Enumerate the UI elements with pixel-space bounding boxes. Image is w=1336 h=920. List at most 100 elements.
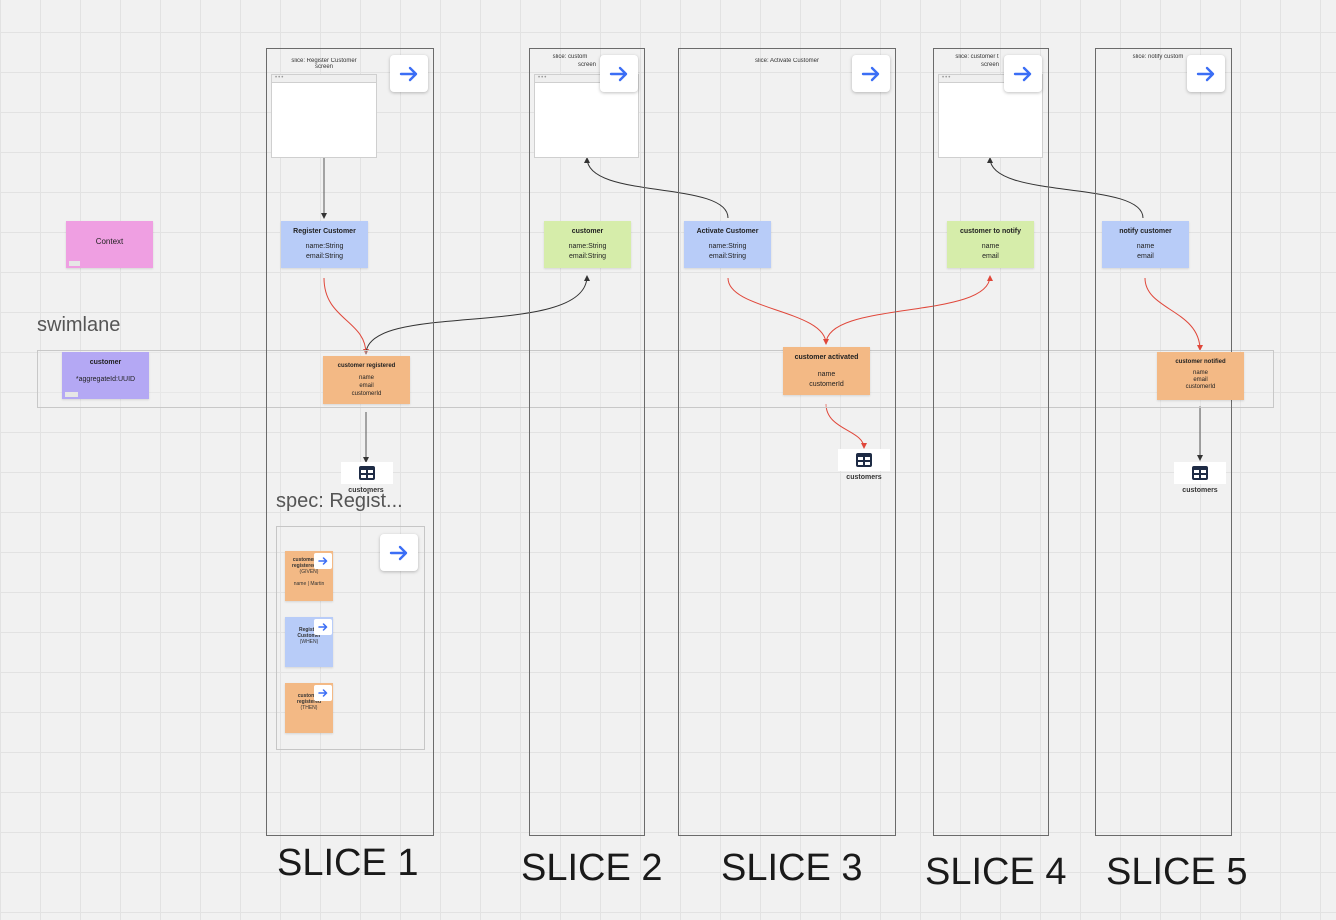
slice-4-frame[interactable] <box>933 48 1049 836</box>
event-title: customer activated <box>794 354 859 361</box>
slice-3-readmodel[interactable] <box>838 449 890 471</box>
event-field: email <box>1193 377 1208 383</box>
command-title: Activate Customer <box>696 228 759 235</box>
slice-4-label: SLICE 4 <box>925 851 1067 893</box>
slice-1-navigate-button[interactable] <box>390 55 428 92</box>
event-field: email <box>359 383 374 389</box>
slice-4-title: slice: customer t <box>955 54 999 60</box>
screen-titlebar: ••• <box>535 75 638 83</box>
command-title: Register Customer <box>293 228 356 235</box>
view-field: name:String <box>568 243 607 250</box>
context-note[interactable]: Context <box>66 221 153 268</box>
spec-then-navigate-button[interactable] <box>314 685 332 701</box>
table-icon <box>856 453 872 467</box>
event-title: customer registered <box>337 363 396 369</box>
spec-given-navigate-button[interactable] <box>314 553 332 569</box>
slice-2-view[interactable]: customer name:String email:String <box>544 221 631 268</box>
slice-2-frame[interactable] <box>529 48 645 836</box>
event-field: customerId <box>1185 384 1216 390</box>
slice-1-label: SLICE 1 <box>277 842 419 884</box>
slice-5-frame[interactable] <box>1095 48 1232 836</box>
command-field: email <box>1137 253 1154 260</box>
view-title: customer to notify <box>959 228 1022 235</box>
slice-3-event[interactable]: customer activated name customerId <box>783 347 870 395</box>
slice-3-command[interactable]: Activate Customer name:String email:Stri… <box>684 221 771 268</box>
slice-1-screen-label: screen <box>314 64 333 70</box>
slice-5-readmodel-label: customers <box>1182 487 1218 494</box>
arrow-right-icon <box>318 623 328 631</box>
spec-given-note[interactable]: customer registered (GIVEN) name | Marti… <box>285 551 333 601</box>
command-field: name:String <box>708 243 747 250</box>
spec-frame[interactable] <box>276 526 425 750</box>
aggregate-field: *aggregateId:UUID <box>75 376 136 383</box>
slice-1-frame[interactable] <box>266 48 434 836</box>
view-field: email:String <box>569 253 606 260</box>
screen-titlebar: ••• <box>939 75 1042 83</box>
context-label: Context <box>95 237 124 246</box>
slice-2-navigate-button[interactable] <box>600 55 638 92</box>
swimlane-label: swimlane <box>37 314 121 336</box>
slice-3-frame[interactable] <box>678 48 896 836</box>
slice-5-label: SLICE 5 <box>1106 851 1248 893</box>
arrow-right-icon <box>609 66 628 81</box>
spec-then-note[interactable]: customer registered (THEN) <box>285 683 333 733</box>
event-field: name <box>358 375 374 381</box>
slice-5-readmodel[interactable] <box>1174 462 1226 484</box>
command-field: name <box>1136 243 1155 250</box>
screen-titlebar: ••• <box>272 75 376 83</box>
note-handle-icon <box>65 392 78 397</box>
slice-1-event[interactable]: customer registered name email customerI… <box>323 356 410 404</box>
slice-5-event[interactable]: customer notified name email customerId <box>1157 352 1244 400</box>
command-field: email:String <box>306 253 343 260</box>
slice-5-navigate-button[interactable] <box>1187 55 1225 92</box>
window-dots-icon: ••• <box>942 75 952 81</box>
slice-5-command[interactable]: notify customer name email <box>1102 221 1189 268</box>
slice-3-label: SLICE 3 <box>721 847 863 889</box>
slice-1-screen[interactable]: ••• <box>271 74 377 158</box>
spec-title: spec: Regist... <box>276 490 403 512</box>
arrow-right-icon <box>861 66 880 81</box>
spec-when-title: Register Customer <box>297 627 321 639</box>
table-icon <box>359 466 375 480</box>
arrow-right-icon <box>399 66 418 81</box>
swimlane-band <box>37 350 1274 408</box>
arrow-right-icon <box>1196 66 1215 81</box>
slice-2-screen-label: screen <box>577 62 596 68</box>
slice-4-screen[interactable]: ••• <box>938 74 1043 158</box>
aggregate-note[interactable]: customer *aggregateId:UUID <box>62 352 149 399</box>
view-field: name <box>981 243 1000 250</box>
command-title: notify customer <box>1119 228 1172 235</box>
spec-when-tag: (WHEN) <box>299 639 319 645</box>
spec-navigate-button[interactable] <box>380 534 418 571</box>
command-field: email:String <box>709 253 746 260</box>
view-field: email <box>982 253 999 260</box>
slice-4-navigate-button[interactable] <box>1004 55 1042 92</box>
slice-3-navigate-button[interactable] <box>852 55 890 92</box>
table-icon <box>1192 466 1208 480</box>
event-title: customer notified <box>1175 359 1226 365</box>
spec-then-title: customer registered <box>296 693 322 705</box>
arrow-right-icon <box>318 557 328 565</box>
slice-4-view[interactable]: customer to notify name email <box>947 221 1034 268</box>
arrow-right-icon <box>318 689 328 697</box>
spec-given-field: name | Martin <box>293 581 325 587</box>
aggregate-title: customer <box>89 359 122 366</box>
window-dots-icon: ••• <box>538 75 548 81</box>
slice-1-title: slice: Register Customer <box>291 58 357 64</box>
arrow-right-icon <box>1013 66 1032 81</box>
slice-1-readmodel-label: customers <box>348 487 384 494</box>
slice-1-command[interactable]: Register Customer name:String email:Stri… <box>281 221 368 268</box>
event-field: customerId <box>351 391 382 397</box>
spec-when-navigate-button[interactable] <box>314 619 332 635</box>
event-field: customerId <box>809 381 844 388</box>
slice-3-readmodel-label: customers <box>846 474 882 481</box>
slice-5-title: slice: notify custom <box>1132 54 1184 60</box>
spec-when-note[interactable]: Register Customer (WHEN) <box>285 617 333 667</box>
slice-1-readmodel[interactable] <box>341 462 393 484</box>
event-field: name <box>1192 370 1208 376</box>
command-field: name:String <box>305 243 344 250</box>
slice-3-title: slice: Activate Customer <box>754 58 820 64</box>
note-handle-icon <box>69 261 80 266</box>
spec-given-tag: (GIVEN) <box>299 569 319 575</box>
spec-given-title: customer registered <box>291 557 317 569</box>
